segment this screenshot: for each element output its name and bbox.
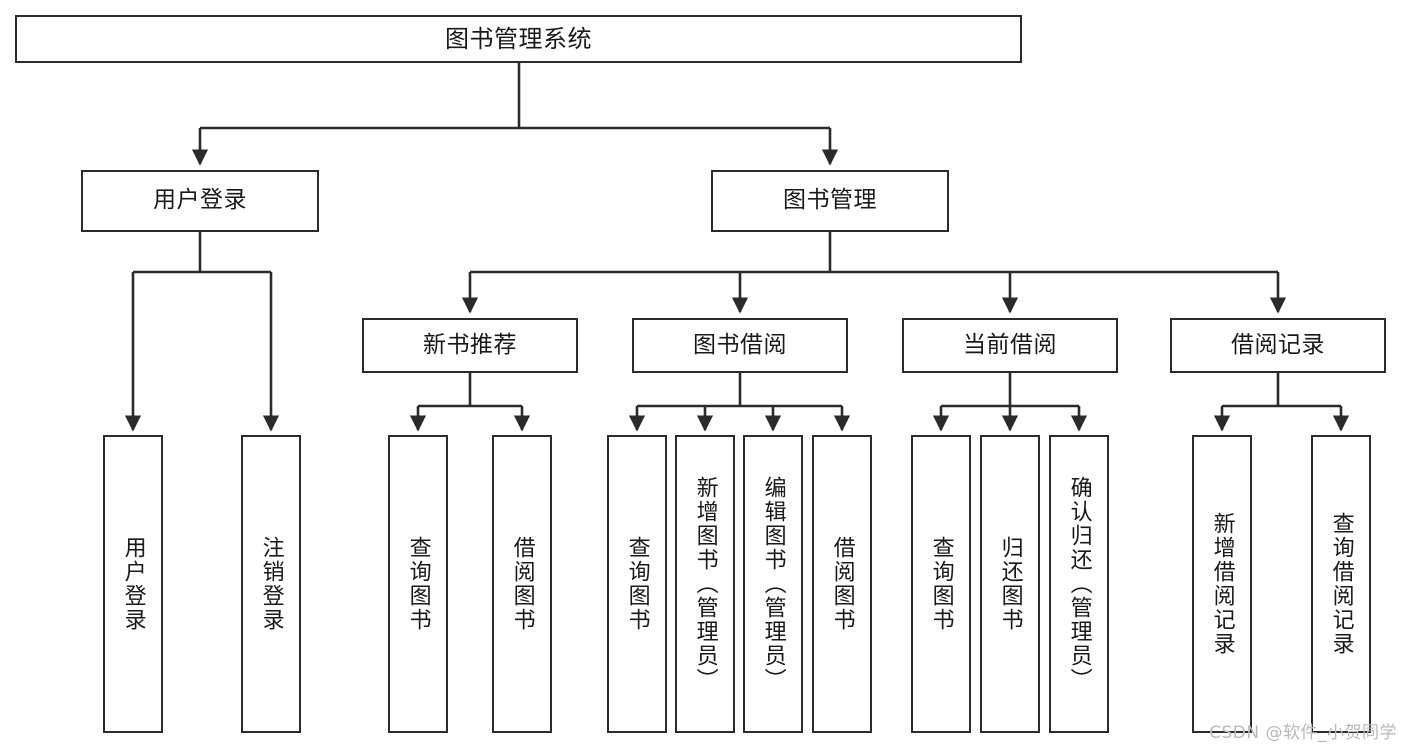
node-root[interactable]: 图书管理系统 (15, 15, 1022, 63)
leaf-edit-book-admin[interactable]: 编辑图书（管理员） (743, 435, 803, 733)
leaf-user-login-label: 用户登录 (120, 536, 146, 632)
leaf-borrow-books-borrow-label: 借阅图书 (829, 536, 855, 632)
leaf-confirm-return-admin-label: 确认归还（管理员） (1066, 476, 1092, 692)
leaf-query-borrow-record-label: 查询借阅记录 (1328, 512, 1354, 656)
node-root-label: 图书管理系统 (445, 24, 592, 53)
leaf-edit-book-admin-label: 编辑图书（管理员） (760, 476, 786, 692)
leaf-borrow-books-recommend[interactable]: 借阅图书 (492, 435, 552, 733)
leaf-user-login[interactable]: 用户登录 (103, 435, 163, 733)
node-book-borrow[interactable]: 图书借阅 (632, 318, 848, 373)
node-current-borrow[interactable]: 当前借阅 (902, 318, 1118, 373)
node-borrow-records[interactable]: 借阅记录 (1170, 318, 1386, 373)
node-book-borrow-label: 图书借阅 (693, 331, 787, 358)
leaf-confirm-return-admin[interactable]: 确认归还（管理员） (1049, 435, 1109, 733)
leaf-query-books-recommend-label: 查询图书 (405, 536, 431, 632)
leaf-logout-label: 注销登录 (258, 536, 284, 632)
node-user-login-label: 用户登录 (153, 187, 247, 214)
leaf-query-borrow-record[interactable]: 查询借阅记录 (1311, 435, 1371, 733)
leaf-return-books[interactable]: 归还图书 (980, 435, 1040, 733)
leaf-add-book-admin-label: 新增图书（管理员） (692, 476, 718, 692)
leaf-borrow-books-borrow[interactable]: 借阅图书 (812, 435, 872, 733)
node-new-book-recommend-label: 新书推荐 (423, 331, 517, 358)
node-user-login[interactable]: 用户登录 (81, 170, 319, 232)
leaf-add-borrow-record-label: 新增借阅记录 (1209, 512, 1235, 656)
leaf-query-books-current[interactable]: 查询图书 (911, 435, 971, 733)
node-current-borrow-label: 当前借阅 (963, 331, 1057, 358)
node-new-book-recommend[interactable]: 新书推荐 (362, 318, 578, 373)
leaf-query-books-recommend[interactable]: 查询图书 (388, 435, 448, 733)
node-book-management[interactable]: 图书管理 (711, 170, 949, 232)
leaf-query-books-current-label: 查询图书 (928, 536, 954, 632)
leaf-query-books-borrow[interactable]: 查询图书 (607, 435, 667, 733)
leaf-return-books-label: 归还图书 (997, 536, 1023, 632)
node-borrow-records-label: 借阅记录 (1231, 331, 1325, 358)
leaf-logout[interactable]: 注销登录 (241, 435, 301, 733)
leaf-borrow-books-recommend-label: 借阅图书 (509, 536, 535, 632)
leaf-add-book-admin[interactable]: 新增图书（管理员） (675, 435, 735, 733)
leaf-query-books-borrow-label: 查询图书 (624, 536, 650, 632)
node-book-management-label: 图书管理 (783, 187, 877, 214)
leaf-add-borrow-record[interactable]: 新增借阅记录 (1192, 435, 1252, 733)
